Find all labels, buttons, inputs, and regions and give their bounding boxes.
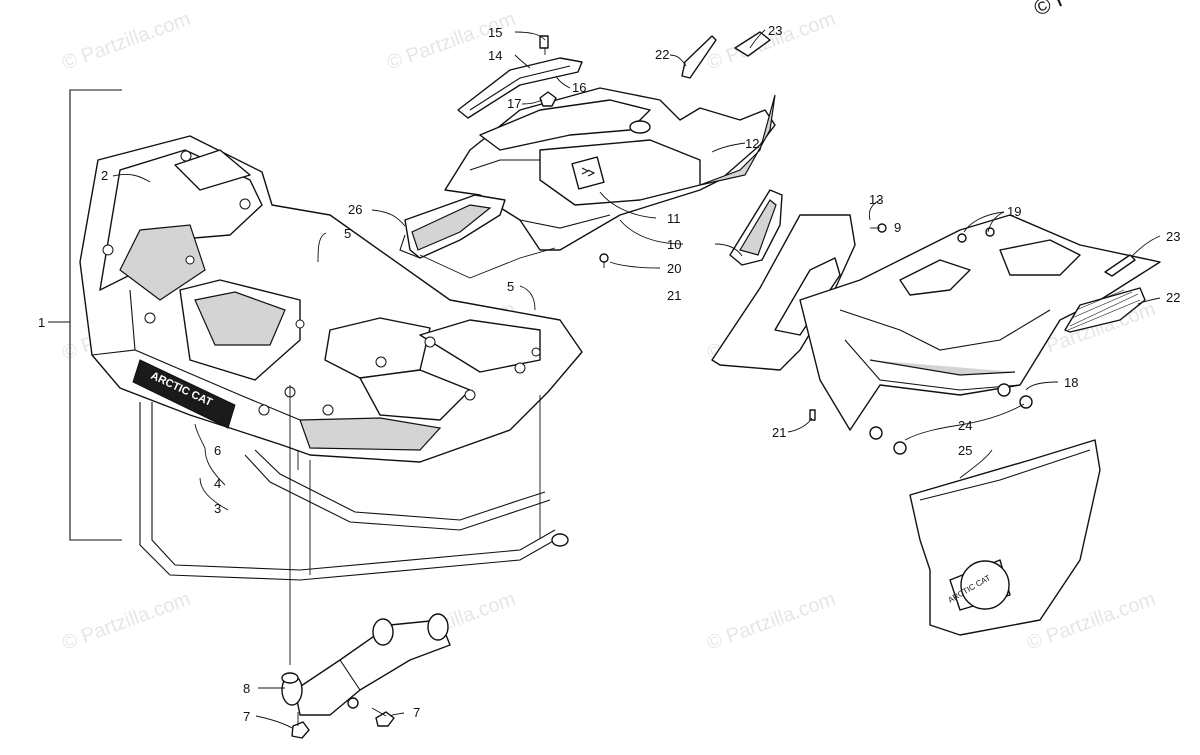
mount-bracket: [281, 613, 451, 716]
watermark: © Partzilla.com: [59, 8, 193, 75]
callout-25: 25: [958, 443, 972, 458]
callout-23: 23: [768, 23, 782, 38]
watermark: © Partzilla.com: [384, 8, 518, 75]
callout-18: 18: [1064, 375, 1078, 390]
callout-3: 3: [214, 501, 221, 516]
callout-17: 17: [507, 96, 521, 111]
callout-7: 7: [413, 705, 420, 720]
bolt-icon: [291, 707, 395, 739]
front-fender: [444, 87, 776, 251]
front-rack: ARCTIC CAT: [79, 135, 583, 463]
callout-10: 10: [667, 237, 681, 252]
logo-plate: [571, 156, 605, 190]
callout-26: 26: [348, 202, 362, 217]
callout-16: 16: [572, 80, 586, 95]
watermark: © Partzilla.com: [704, 588, 838, 655]
callout-5: 5: [507, 279, 514, 294]
callout-9: 9: [894, 220, 901, 235]
callout-2: 2: [101, 168, 108, 183]
callout-8: 8: [243, 681, 250, 696]
callout-21: 21: [667, 288, 681, 303]
watermark: © Partzilla.com: [704, 8, 838, 75]
callout-7: 7: [243, 709, 250, 724]
callout-23: 23: [1166, 229, 1180, 244]
callout-19: 19: [1007, 204, 1021, 219]
arctic-cat-decal: [132, 359, 236, 429]
callout-12: 12: [745, 136, 759, 151]
callout-20: 20: [667, 261, 681, 276]
lower-cover: [909, 439, 1101, 636]
assembly-bracket: [69, 89, 122, 541]
callout-6: 6: [214, 443, 221, 458]
vent-grille: [1064, 287, 1146, 333]
callout-4: 4: [214, 476, 221, 491]
alignment-lines: [289, 385, 541, 665]
callout-11: 11: [667, 211, 681, 226]
callout-5: 5: [344, 226, 351, 241]
leader-lines: [112, 29, 1161, 729]
callout-22: 22: [1166, 290, 1180, 305]
callout-22: 22: [655, 47, 669, 62]
callout-numbers: 1 2 3 4 5 5 6 7 7 8 9 10 11 12 13 14 15 …: [38, 23, 1180, 724]
callout-1: 1: [38, 315, 45, 330]
fastener-icon: [809, 223, 1033, 455]
callout-13: 13: [869, 192, 883, 207]
callout-24: 24: [958, 418, 972, 433]
callout-15: 15: [488, 25, 502, 40]
callout-14: 14: [488, 48, 502, 63]
rack-tubes: [139, 402, 569, 581]
callout-21: 21: [772, 425, 786, 440]
grab-handle: [457, 57, 583, 119]
side-bezel: [711, 214, 856, 371]
watermark: © Partzilla.com: [59, 588, 193, 655]
